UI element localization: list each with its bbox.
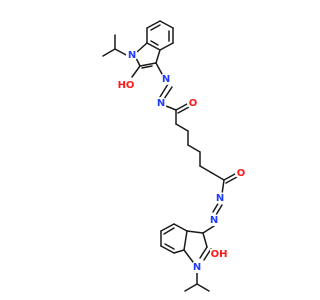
bond (136, 42, 148, 53)
bond (155, 49, 161, 64)
top-ring-nitrogen: N (126, 49, 138, 61)
atom-label: N (210, 215, 218, 226)
bond (202, 232, 208, 248)
bond (131, 65, 141, 78)
bond-double (177, 106, 190, 114)
bond (155, 62, 163, 75)
atom-label: O (237, 168, 246, 179)
bond (223, 173, 236, 181)
atom-label: N (128, 50, 136, 61)
bottom-carbonyl-oxygen: O (235, 167, 247, 179)
top-indole-unit (102, 20, 174, 78)
bond (196, 283, 210, 292)
bond (183, 249, 194, 263)
bottom-ring-nitrogen: N (191, 261, 203, 273)
bond (159, 83, 169, 98)
bond (211, 172, 225, 181)
top-azo-nitrogen-1: N (160, 73, 172, 85)
bond-inner (163, 227, 175, 235)
bond (159, 20, 174, 29)
bond (221, 179, 225, 195)
atom-label: HO (118, 80, 135, 91)
bottom-azo-link (212, 201, 223, 216)
bond (175, 123, 189, 132)
bottom-indole-unit (160, 223, 215, 292)
bottom-azo-nitrogen-2: N (208, 214, 220, 226)
bond (187, 144, 201, 153)
bond (173, 223, 188, 232)
atom-label: N (193, 262, 201, 273)
molecule-canvas: N HO N N O O N N OH N (102, 20, 247, 292)
bond-double (163, 86, 173, 100)
linker-chain (175, 103, 238, 195)
top-carbonyl-oxygen: O (187, 97, 199, 109)
atom-label: N (162, 74, 170, 85)
bond-inner (164, 243, 175, 250)
bond-double (215, 204, 223, 216)
atom-label: N (216, 193, 224, 204)
top-azo-nitrogen-2: N (155, 97, 167, 109)
bond (199, 165, 213, 174)
bond (160, 223, 175, 232)
bond (202, 225, 215, 234)
bond-inner (150, 40, 159, 46)
atom-label: O (189, 98, 198, 109)
bottom-azo-nitrogen-1: N (214, 192, 226, 204)
bond-double (141, 65, 153, 69)
bond (159, 42, 174, 51)
top-azo-link (159, 83, 177, 111)
bond-double (203, 248, 212, 261)
bond (186, 230, 204, 234)
bond-double (225, 176, 238, 184)
molecule-structure: N HO N N O O N N OH N (102, 20, 247, 292)
bond (146, 42, 161, 51)
bond (114, 48, 129, 57)
atom-label: OH (211, 249, 228, 260)
bond (139, 62, 157, 67)
top-hydroxyl: HO (117, 80, 135, 91)
bottom-hydroxyl: OH (210, 249, 228, 260)
bond (173, 249, 185, 254)
atom-label: N (157, 98, 165, 109)
bond (175, 103, 188, 111)
bond (184, 283, 198, 292)
bond (135, 57, 141, 67)
bond (102, 48, 116, 57)
bond (160, 245, 175, 254)
bond (165, 105, 177, 111)
bond-inner (150, 24, 161, 31)
bond (183, 230, 188, 251)
bond (199, 246, 208, 259)
bond (212, 201, 220, 213)
bond (146, 20, 161, 29)
